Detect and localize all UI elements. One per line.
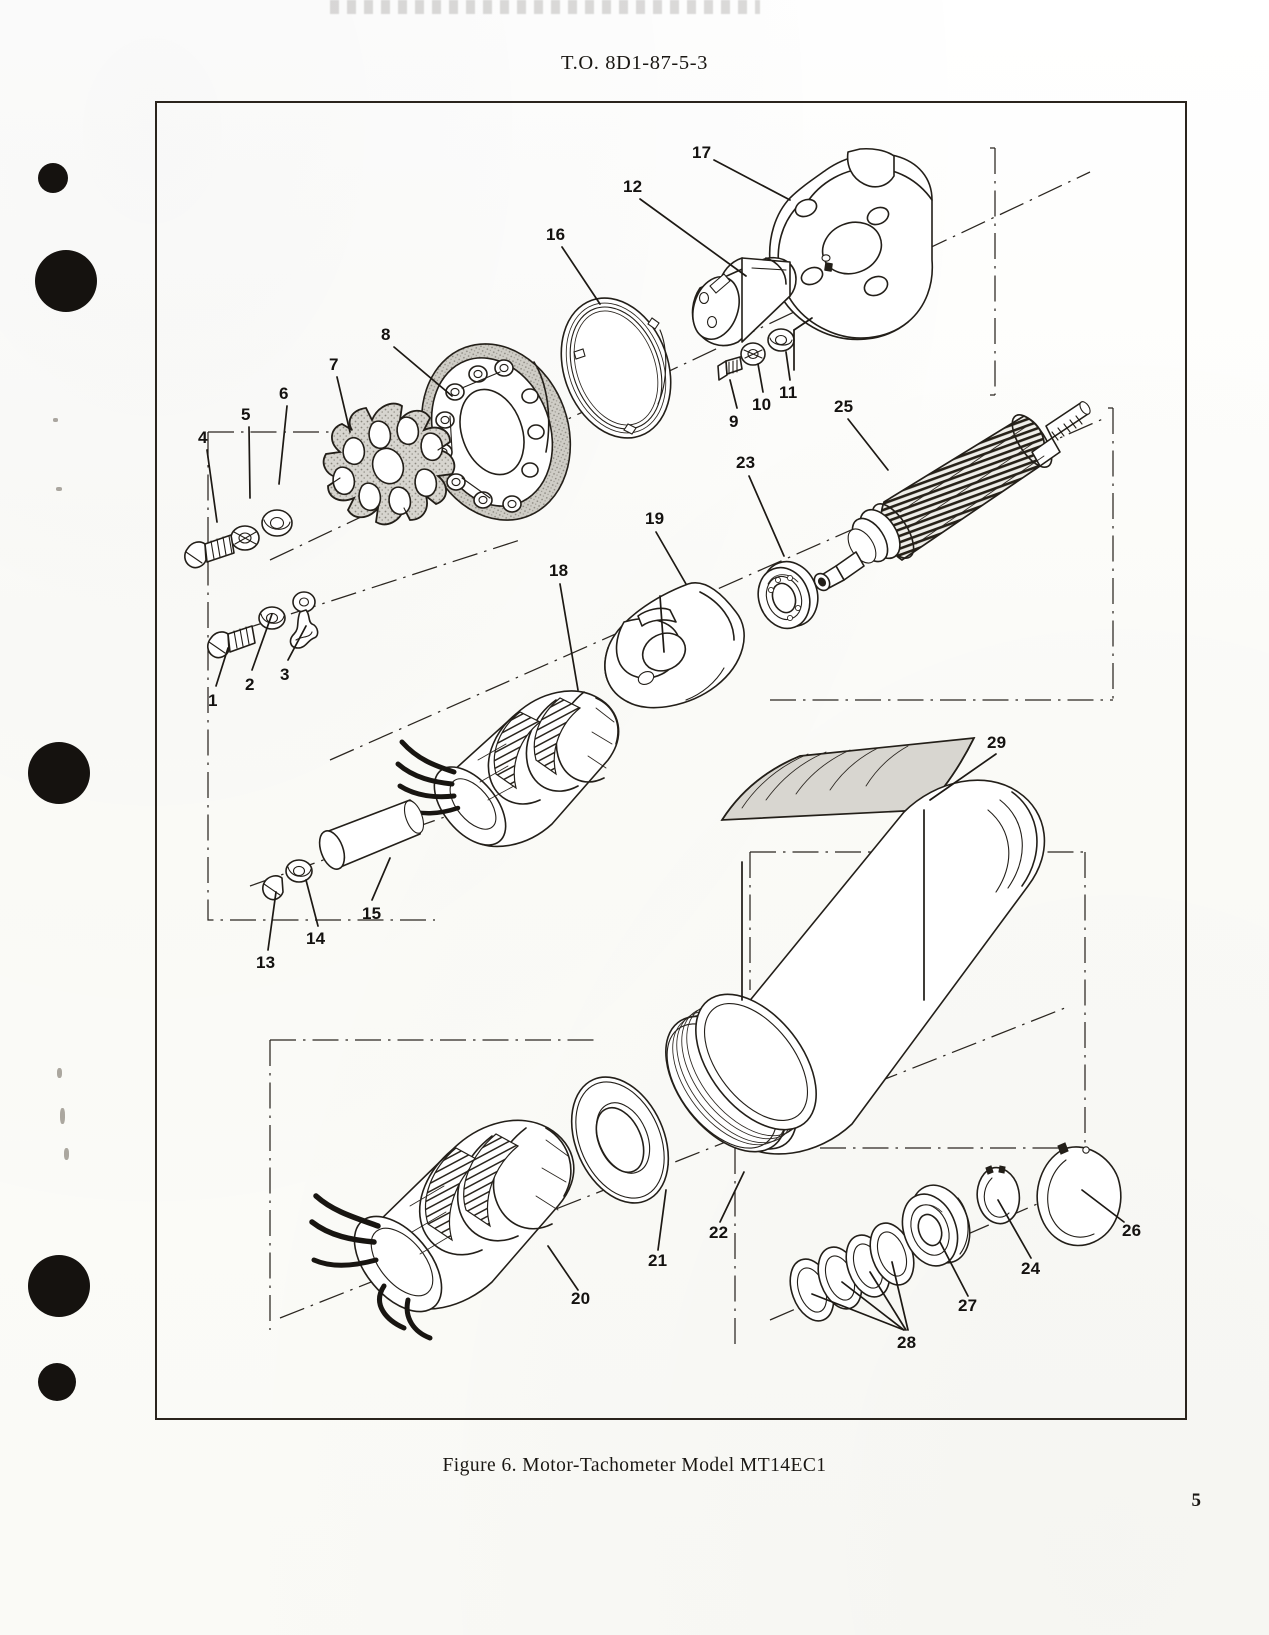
callout-2: 2	[245, 675, 255, 694]
callout-24: 24	[1021, 1259, 1041, 1278]
scan-speck	[56, 487, 62, 491]
callout-19: 19	[645, 509, 665, 528]
callout-16: 16	[546, 225, 566, 244]
callout-9: 9	[729, 412, 739, 431]
callout-21: 21	[648, 1251, 668, 1270]
page-edge-bleed	[330, 0, 760, 14]
binding-punch-mark	[38, 163, 68, 193]
callout-11: 11	[779, 383, 798, 402]
figure-caption: Figure 6. Motor-Tachometer Model MT14EC1	[442, 1455, 827, 1476]
scan-speck	[60, 1108, 65, 1124]
scan-speck	[53, 418, 58, 422]
scan-speck	[64, 1148, 69, 1160]
callout-3: 3	[280, 665, 290, 684]
callout-6: 6	[279, 384, 289, 403]
callout-7: 7	[329, 355, 339, 374]
figure-border	[155, 101, 1187, 1420]
binding-punch-mark	[28, 1255, 90, 1317]
callout-1: 1	[208, 691, 218, 710]
callout-20: 20	[571, 1289, 591, 1308]
callout-14: 14	[306, 929, 326, 948]
callout-28: 28	[897, 1333, 917, 1352]
binding-punch-mark	[35, 250, 97, 312]
callout-12: 12	[623, 177, 643, 196]
callout-5: 5	[241, 405, 251, 424]
callout-8: 8	[381, 325, 391, 344]
page-number: 5	[1191, 1490, 1202, 1511]
callout-22: 22	[709, 1223, 729, 1242]
callout-15: 15	[362, 904, 382, 923]
binding-punch-mark	[28, 742, 90, 804]
callout-26: 26	[1122, 1221, 1142, 1240]
binding-punch-mark	[38, 1363, 76, 1401]
callout-18: 18	[549, 561, 569, 580]
callout-29: 29	[987, 733, 1007, 752]
callout-23: 23	[736, 453, 756, 472]
document-header: T.O. 8D1-87-5-3	[561, 52, 708, 74]
callout-25: 25	[834, 397, 854, 416]
callout-17: 17	[692, 143, 712, 162]
callout-27: 27	[958, 1296, 978, 1315]
callout-4: 4	[198, 428, 208, 447]
callout-13: 13	[256, 953, 276, 972]
callout-10: 10	[752, 395, 772, 414]
scan-speck	[57, 1068, 62, 1078]
